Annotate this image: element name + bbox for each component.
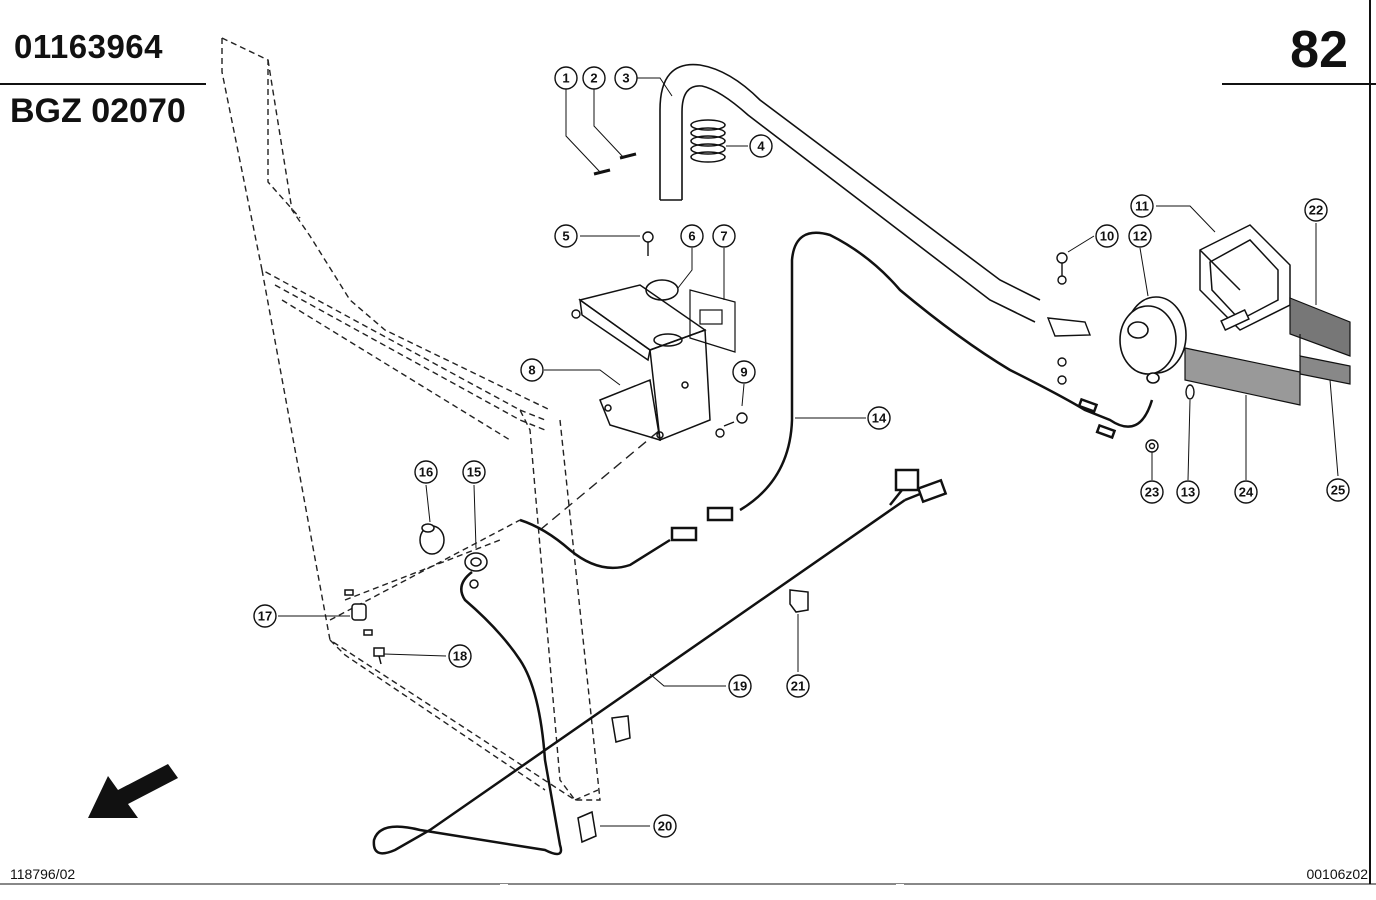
- horn-cable: [706, 231, 1154, 522]
- callout-circle-14: [867, 406, 891, 430]
- callout-circle-7: [712, 224, 736, 248]
- callout-label-19: 19: [733, 679, 747, 694]
- drawing-reference-right: 00106z02: [1306, 866, 1368, 882]
- callout-circle-16: [414, 460, 438, 484]
- callout-circle-13: [1176, 480, 1200, 504]
- pins: [593, 152, 637, 176]
- callout-circle-21: [786, 674, 810, 698]
- callout-circle-15: [462, 460, 486, 484]
- callout-label-17: 17: [258, 609, 272, 624]
- leader-lines: [278, 77, 1339, 827]
- callout-circle-6: [680, 224, 704, 248]
- callout-circle-1: [554, 66, 578, 90]
- callout-circle-20: [653, 814, 677, 838]
- callout-label-21: 21: [791, 679, 805, 694]
- callout-label-4: 4: [757, 139, 765, 154]
- callout-label-20: 20: [658, 819, 672, 834]
- callout-circle-8: [520, 358, 544, 382]
- callout-circle-18: [448, 644, 472, 668]
- callout-label-24: 24: [1239, 485, 1254, 500]
- callout-label-2: 2: [590, 71, 597, 86]
- horn-bracket-plate: [1046, 317, 1092, 337]
- callout-label-22: 22: [1309, 203, 1323, 218]
- callout-label-7: 7: [720, 229, 727, 244]
- callout-label-9: 9: [740, 365, 747, 380]
- horn-cover: [1199, 224, 1291, 332]
- callout-label-11: 11: [1135, 199, 1149, 214]
- reflector-strips: [1184, 297, 1351, 406]
- label-plate: [689, 289, 736, 353]
- cab-frame-outline: [221, 37, 661, 801]
- callout-circle-5: [554, 224, 578, 248]
- page-number: 82: [1290, 21, 1348, 79]
- callout-label-16: 16: [419, 465, 433, 480]
- callout-label-5: 5: [562, 229, 569, 244]
- drawing-reference-left: 118796/02: [10, 866, 76, 882]
- part-number: 01163964: [14, 28, 164, 65]
- callout-circle-2: [582, 66, 606, 90]
- group-number: BGZ 02070: [10, 92, 186, 130]
- callout-circle-22: [1304, 198, 1328, 222]
- callout-circle-17: [253, 604, 277, 628]
- callout-label-3: 3: [622, 71, 629, 86]
- callout-label-14: 14: [872, 411, 887, 426]
- callout-label-6: 6: [688, 229, 695, 244]
- callout-label-1: 1: [562, 71, 569, 86]
- callout-circle-4: [749, 134, 773, 158]
- callout-circle-24: [1234, 480, 1258, 504]
- callout-label-25: 25: [1331, 483, 1345, 498]
- cable-clips: [577, 589, 809, 844]
- callout-circle-23: [1140, 480, 1164, 504]
- callout-label-13: 13: [1181, 485, 1195, 500]
- callout-circle-3: [614, 66, 638, 90]
- callout-circle-12: [1128, 224, 1152, 248]
- fasteners: [571, 231, 1195, 453]
- callout-label-18: 18: [453, 649, 467, 664]
- mounting-bracket: [578, 279, 711, 442]
- callout-circle-10: [1095, 224, 1119, 248]
- callout-label-12: 12: [1133, 229, 1147, 244]
- callout-label-15: 15: [467, 465, 481, 480]
- spring: [690, 119, 726, 163]
- horn: [1119, 296, 1187, 384]
- arrow-down-left-icon: [88, 764, 178, 818]
- callout-circle-25: [1326, 478, 1350, 502]
- main-harness: [372, 468, 948, 856]
- frame-cable: [519, 518, 698, 570]
- callout-label-10: 10: [1100, 229, 1114, 244]
- callout-label-23: 23: [1145, 485, 1159, 500]
- callout-circle-19: [728, 674, 752, 698]
- callout-circle-9: [732, 360, 756, 384]
- callout-label-8: 8: [528, 363, 535, 378]
- mounting-tube: [659, 63, 1041, 323]
- callout-circle-11: [1130, 194, 1154, 218]
- small-parts: [344, 523, 488, 665]
